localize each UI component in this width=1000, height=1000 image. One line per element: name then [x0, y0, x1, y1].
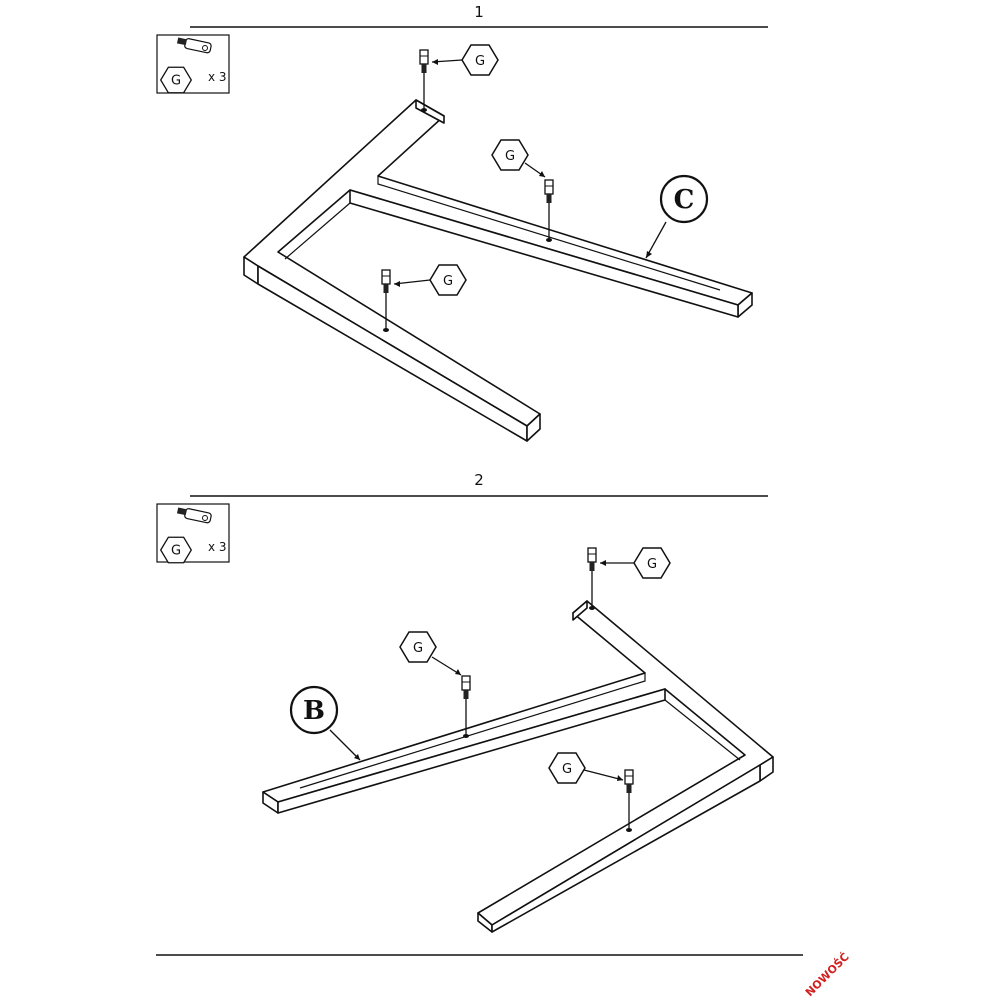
step-1-hardware-legend: G x 3 — [156, 34, 230, 94]
step-1-number: 1 — [474, 3, 484, 21]
step-2-hardware-legend: G x 3 — [156, 503, 230, 564]
step-2-number: 2 — [474, 471, 484, 489]
svg-text:G: G — [647, 557, 657, 572]
part-label-b: B — [289, 685, 361, 761]
callout-g-2b: G — [399, 631, 462, 676]
legend-hardware-label: G — [171, 74, 181, 89]
callout-g-1b: G — [491, 139, 546, 178]
legend-quantity: x 3 — [208, 540, 227, 554]
callout-g-1a: G — [431, 44, 499, 76]
callout-g-2c: G — [548, 752, 624, 784]
connector-2a — [587, 547, 597, 611]
svg-text:B: B — [303, 696, 325, 726]
svg-text:G: G — [505, 149, 515, 164]
callout-g-1c: G — [393, 264, 467, 296]
legend-hardware-label: G — [171, 544, 181, 559]
frame-part-b — [262, 600, 774, 933]
svg-text:G: G — [475, 54, 485, 69]
svg-text:G: G — [443, 274, 453, 289]
callout-g-2a: G — [600, 547, 671, 579]
svg-text:C: C — [674, 185, 695, 215]
svg-text:G: G — [562, 762, 572, 777]
frame-part-c — [243, 99, 753, 442]
new-badge: NOWOŚĆ — [803, 950, 852, 999]
svg-text:G: G — [413, 641, 423, 656]
step-2: 2 G x 3 G — [156, 471, 774, 933]
legend-quantity: x 3 — [208, 70, 227, 84]
part-label-c: C — [645, 174, 709, 259]
step-1: 1 G x 3 — [156, 3, 768, 442]
